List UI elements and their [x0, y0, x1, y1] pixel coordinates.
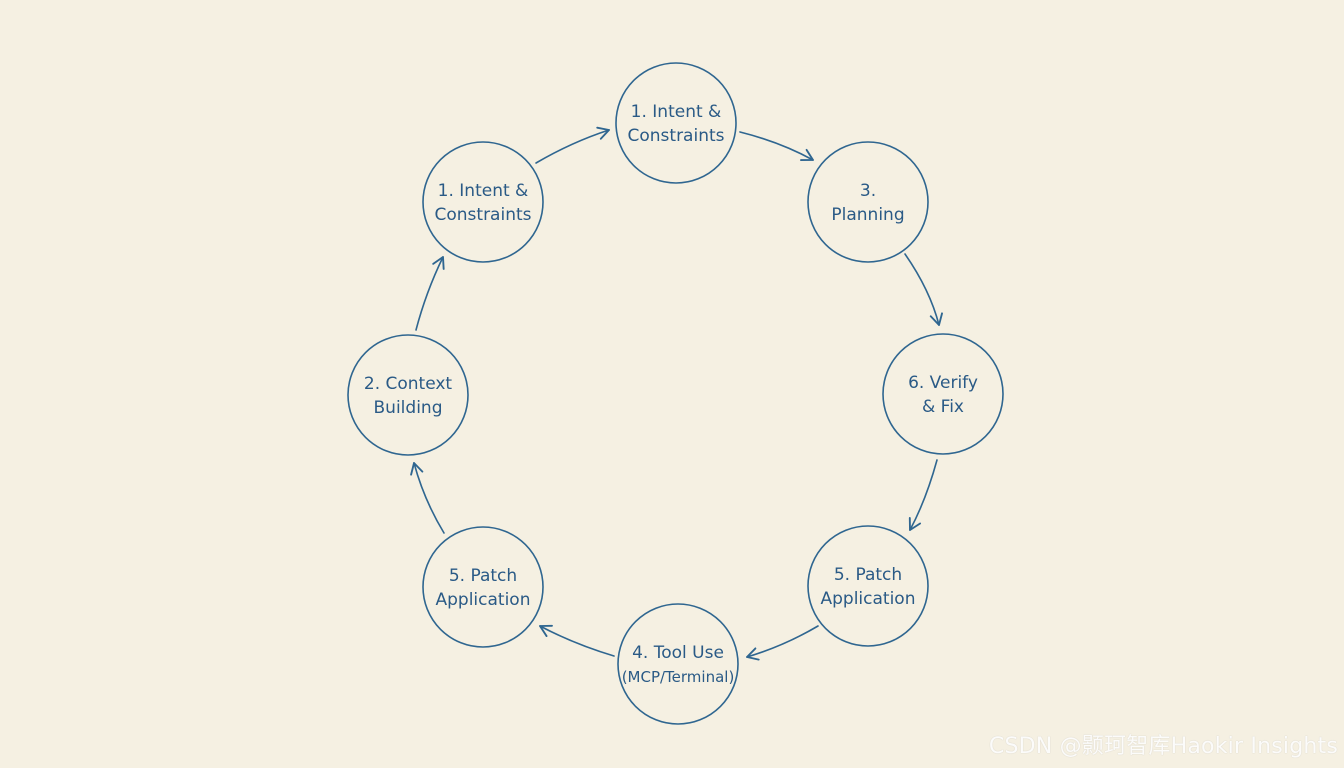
node-label-upper-right-line-2: Planning	[831, 205, 904, 225]
node-circle-upper-right	[807, 141, 929, 263]
node-label-upper-left-line-2: Constraints	[435, 205, 532, 225]
node-bottom: 4. Tool Use (MCP/Terminal)	[617, 603, 739, 725]
node-label-lower-right-line-1: 5. Patch	[834, 565, 902, 585]
node-circle-upper-left	[422, 141, 544, 263]
arrow-lower-left-to-left	[410, 462, 445, 534]
node-circle-right	[882, 333, 1004, 455]
node-circle-left	[347, 334, 469, 456]
node-label-left-line-2: Building	[374, 398, 443, 418]
node-label-upper-right-line-1: 3.	[860, 181, 876, 201]
arrow-right-to-lower-right	[908, 459, 938, 531]
node-label-top-line-1: 1. Intent &	[631, 102, 722, 122]
node-circle-lower-left	[422, 526, 544, 648]
arrow-lower-right-to-bottom	[746, 625, 819, 661]
nodes-layer: 1. Intent & Constraints 3. Planning 6. Verif…	[347, 62, 1004, 725]
node-circle-bottom	[617, 603, 739, 725]
watermark-text: CSDN @颢珂智库Haokir Insights	[988, 734, 1338, 759]
node-circle-top	[615, 62, 737, 184]
node-circle-lower-right	[807, 525, 929, 647]
arrow-left-to-upper-left	[415, 256, 445, 331]
node-label-left-line-1: 2. Context	[364, 374, 453, 394]
arrow-upper-right-to-right	[904, 253, 943, 326]
node-upper-left: 1. Intent & Constraints	[422, 141, 544, 263]
arrow-top-to-upper-right	[739, 131, 814, 162]
node-label-right-line-1: 6. Verify	[908, 373, 978, 393]
node-label-lower-left-line-1: 5. Patch	[449, 566, 517, 586]
node-top: 1. Intent & Constraints	[615, 62, 737, 184]
node-label-top-line-2: Constraints	[628, 126, 725, 146]
node-label-upper-left-line-1: 1. Intent &	[438, 181, 529, 201]
node-label-lower-right-line-2: Application	[821, 589, 916, 609]
node-label-bottom-line-1: 4. Tool Use	[632, 643, 724, 663]
node-label-right-line-2: & Fix	[922, 397, 964, 417]
edges-layer	[410, 126, 943, 661]
node-label-lower-left-line-2: Application	[436, 590, 531, 610]
arrow-upper-left-to-top	[535, 126, 610, 164]
arrow-bottom-to-lower-left	[539, 624, 615, 657]
node-right: 6. Verify & Fix	[882, 333, 1004, 455]
node-label-bottom-line-2: (MCP/Terminal)	[622, 668, 735, 686]
node-upper-right: 3. Planning	[807, 141, 929, 263]
